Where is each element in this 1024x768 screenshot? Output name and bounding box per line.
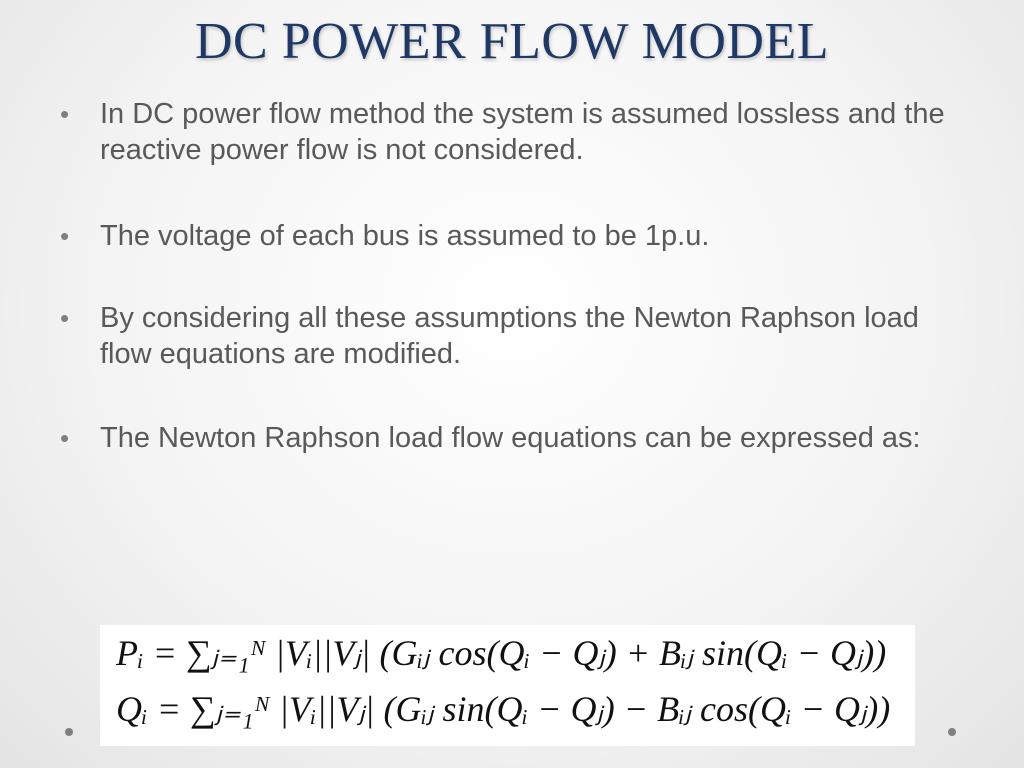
bullet-dot-icon: • [60, 99, 70, 129]
bullet-item: • In DC power flow method the system is … [60, 96, 960, 168]
bullet-dot-icon: • [60, 303, 70, 333]
bullet-text: By considering all these assumptions the… [100, 302, 919, 370]
bullet-list: • In DC power flow method the system is … [60, 96, 960, 504]
bullet-dot-icon: • [60, 423, 70, 453]
bullet-text: The Newton Raphson load flow equations c… [100, 422, 921, 454]
equation-p: Pᵢ = ∑ⱼ₌₁ᴺ |Vᵢ||Vⱼ| (Gᵢⱼ cos(Qᵢ − Qⱼ) + … [116, 633, 887, 673]
decorative-dot-icon [65, 728, 73, 736]
equation-image: Pᵢ = ∑ⱼ₌₁ᴺ |Vᵢ||Vⱼ| (Gᵢⱼ cos(Qᵢ − Qⱼ) + … [100, 625, 915, 746]
bullet-text: The voltage of each bus is assumed to be… [100, 220, 710, 252]
bullet-dot-icon: • [60, 221, 70, 251]
bullet-text: In DC power flow method the system is as… [100, 98, 945, 166]
bullet-item: • The Newton Raphson load flow equations… [60, 420, 960, 456]
equation-q: Qᵢ = ∑ⱼ₌₁ᴺ |Vᵢ||Vⱼ| (Gᵢⱼ sin(Qᵢ − Qⱼ) − … [116, 689, 891, 729]
bullet-item: • The voltage of each bus is assumed to … [60, 218, 960, 254]
bullet-item: • By considering all these assumptions t… [60, 300, 960, 372]
decorative-dot-icon [948, 728, 956, 736]
slide-title: DC POWER FLOW MODEL [195, 13, 829, 70]
